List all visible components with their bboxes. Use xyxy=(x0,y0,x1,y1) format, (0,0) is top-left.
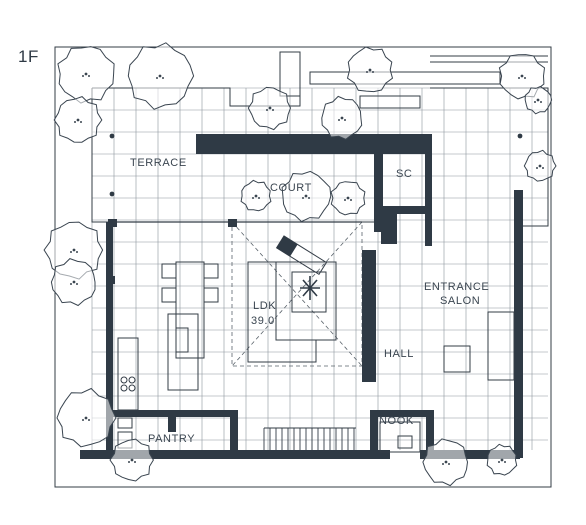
tree xyxy=(50,258,96,307)
sc-south-wall xyxy=(374,206,432,214)
hall-west-wall xyxy=(362,250,376,382)
room-label-terrace: TERRACE xyxy=(130,157,187,169)
tree xyxy=(330,181,366,216)
living-furniture xyxy=(247,235,337,363)
tree xyxy=(53,96,103,143)
post-dot xyxy=(109,191,115,197)
east-wall xyxy=(514,190,523,458)
tree xyxy=(524,85,553,115)
room-label-ldk: LDK xyxy=(253,300,276,312)
tree xyxy=(321,95,363,140)
tree xyxy=(57,46,115,104)
site-boundary xyxy=(54,46,552,488)
tree xyxy=(127,42,195,110)
kitchen xyxy=(117,261,219,449)
trees xyxy=(43,42,557,487)
room-label-ldk-area: 39.0 xyxy=(251,315,275,327)
tree xyxy=(486,443,518,476)
tree xyxy=(523,149,557,182)
court-north-wall xyxy=(196,134,432,154)
salon-furniture xyxy=(443,311,515,381)
tree xyxy=(109,438,154,482)
nook-north-wall xyxy=(370,410,434,417)
room-label-entrance: ENTRANCE xyxy=(424,281,489,293)
sc-west-wall xyxy=(374,134,383,232)
tree xyxy=(346,46,394,93)
room-label-nook: NOOK xyxy=(379,415,414,427)
west-wall xyxy=(106,222,113,454)
tree xyxy=(56,387,117,448)
south-wall xyxy=(80,450,390,459)
post-dot xyxy=(109,133,115,139)
bench-strip xyxy=(309,71,501,85)
room-label-hall: HALL xyxy=(384,348,414,360)
stairs xyxy=(263,421,421,453)
room-label-sc: SC xyxy=(396,168,412,180)
post-dot xyxy=(517,133,523,139)
room-label-salon: SALON xyxy=(440,295,480,307)
tree xyxy=(247,86,292,131)
tree xyxy=(240,179,272,212)
room-label-pantry: PANTRY xyxy=(148,433,195,445)
tree xyxy=(281,170,332,223)
walls xyxy=(80,134,523,459)
bench-small xyxy=(359,95,421,109)
tree xyxy=(422,438,469,487)
sc-east-wall xyxy=(425,134,432,246)
floor-label: 1F xyxy=(18,47,39,66)
room-label-court: COURT xyxy=(270,182,312,194)
